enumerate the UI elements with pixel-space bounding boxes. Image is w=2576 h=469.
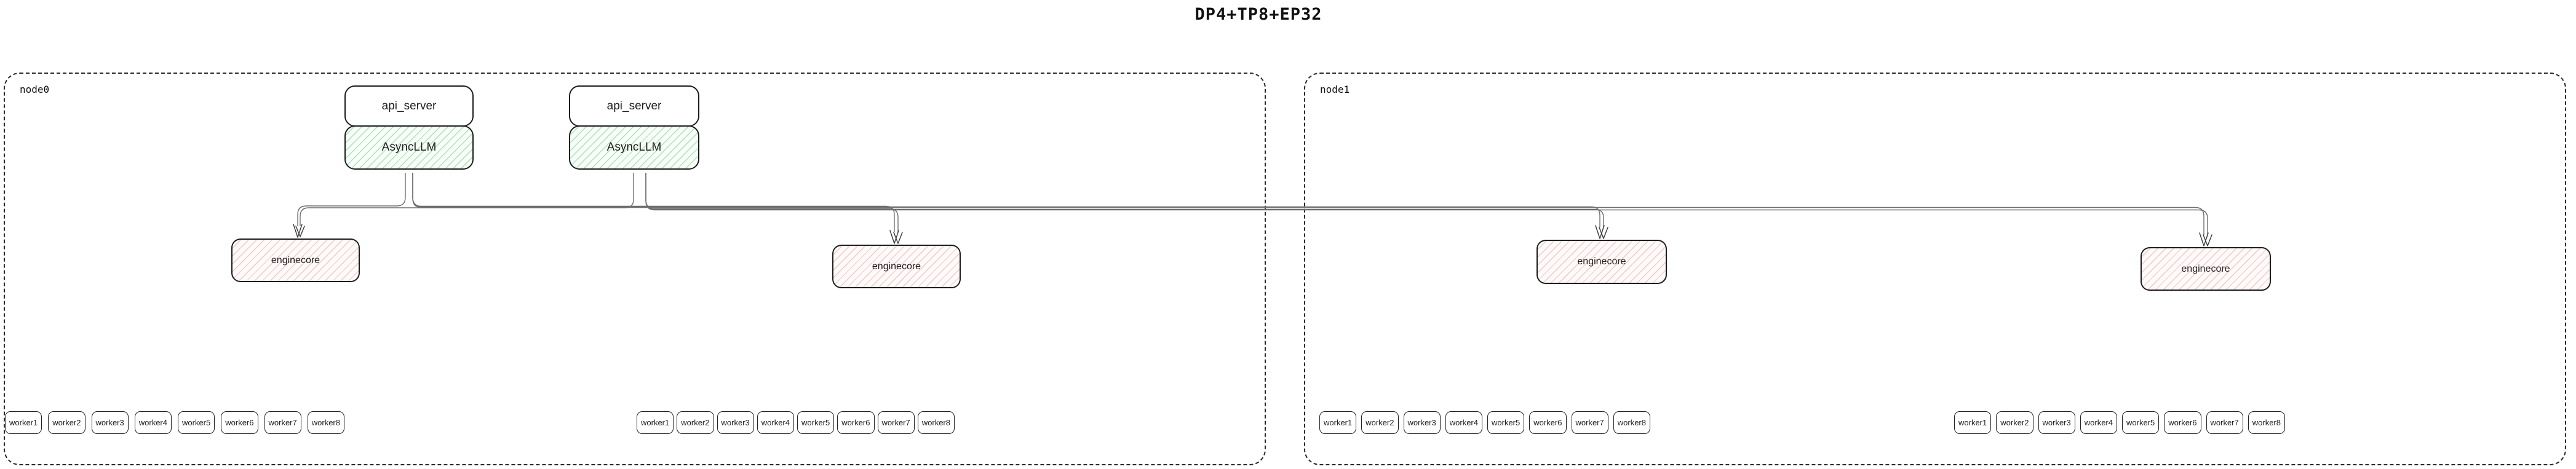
- worker-box: worker2: [677, 411, 714, 434]
- diagram-title: DP4+TP8+EP32: [1195, 5, 1322, 24]
- worker-box: worker4: [757, 411, 794, 434]
- worker-box: worker6: [837, 411, 875, 434]
- worker-box: worker1: [1319, 411, 1357, 434]
- enginecore-box-2: enginecore: [832, 245, 961, 288]
- worker-box: worker7: [1571, 411, 1608, 434]
- worker-box: worker3: [2038, 411, 2075, 434]
- enginecore-box-1: enginecore: [231, 238, 360, 282]
- node0-container: node0: [4, 73, 1266, 465]
- worker-box: worker6: [1529, 411, 1567, 434]
- worker-box: worker5: [2122, 411, 2160, 434]
- server-pair-2: api_server AsyncLLM: [569, 85, 699, 170]
- worker-box: worker5: [797, 411, 835, 434]
- worker-box: worker2: [1996, 411, 2033, 434]
- worker-box: worker7: [877, 411, 915, 434]
- worker-box: worker3: [717, 411, 754, 434]
- worker-box: worker4: [2080, 411, 2117, 434]
- worker-box: worker6: [221, 411, 258, 434]
- worker-box: worker4: [1445, 411, 1482, 434]
- enginecore-label-3: enginecore: [1577, 256, 1626, 267]
- worker-box: worker8: [307, 411, 344, 434]
- worker-group-2: worker1 worker2 worker3 worker4 worker5 …: [637, 411, 955, 434]
- enginecore-label-2: enginecore: [872, 261, 921, 272]
- worker-group-3: worker1 worker2 worker3 worker4 worker5 …: [1319, 411, 1650, 434]
- asyncllm-box-2: AsyncLLM: [569, 125, 699, 170]
- worker-box: worker1: [5, 411, 42, 434]
- worker-box: worker5: [1487, 411, 1525, 434]
- worker-box: worker3: [91, 411, 129, 434]
- worker-box: worker3: [1403, 411, 1441, 434]
- api-server-label-2: api_server: [606, 99, 662, 112]
- worker-box: worker8: [2248, 411, 2285, 434]
- enginecore-label-1: enginecore: [271, 254, 320, 266]
- node1-label: node1: [1320, 84, 1350, 95]
- enginecore-box-3: enginecore: [1536, 240, 1667, 284]
- worker-box: worker8: [917, 411, 955, 434]
- worker-box: worker7: [264, 411, 301, 434]
- node0-label: node0: [20, 84, 50, 95]
- api-server-box-2: api_server: [569, 85, 699, 127]
- worker-group-4: worker1 worker2 worker3 worker4 worker5 …: [1954, 411, 2285, 434]
- worker-box: worker2: [1361, 411, 1399, 434]
- asyncllm-label-1: AsyncLLM: [381, 141, 437, 154]
- server-pair-1: api_server AsyncLLM: [344, 85, 474, 170]
- worker-box: worker1: [1954, 411, 1992, 434]
- asyncllm-label-2: AsyncLLM: [606, 141, 662, 154]
- worker-box: worker7: [2206, 411, 2243, 434]
- asyncllm-box-1: AsyncLLM: [344, 125, 474, 170]
- worker-box: worker2: [48, 411, 85, 434]
- worker-box: worker4: [134, 411, 172, 434]
- enginecore-label-4: enginecore: [2181, 263, 2230, 274]
- enginecore-box-4: enginecore: [2141, 247, 2271, 291]
- api-server-box-1: api_server: [344, 85, 474, 127]
- worker-box: worker6: [2164, 411, 2201, 434]
- node1-container: node1: [1304, 73, 2566, 465]
- worker-box: worker8: [1613, 411, 1650, 434]
- worker-box: worker1: [637, 411, 674, 434]
- worker-box: worker5: [178, 411, 215, 434]
- worker-group-1: worker1 worker2 worker3 worker4 worker5 …: [5, 411, 344, 434]
- api-server-label-1: api_server: [381, 99, 437, 112]
